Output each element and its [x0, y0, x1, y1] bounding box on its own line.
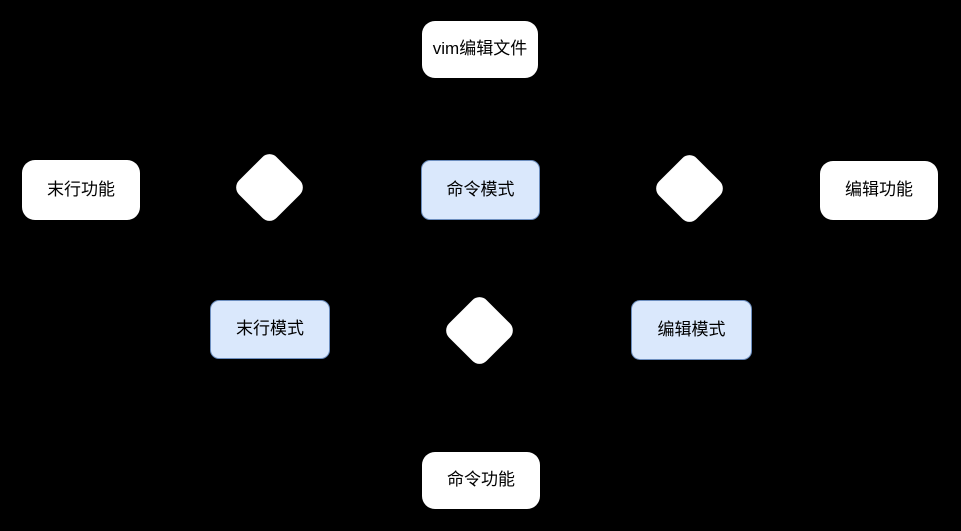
node-command-mode: 命令模式	[421, 160, 540, 220]
node-last-line-function: 末行功能	[22, 160, 140, 220]
node-command-function: 命令功能	[422, 452, 540, 509]
node-edit-function: 编辑功能	[820, 161, 938, 220]
node-vim-edit-file: vim编辑文件	[422, 21, 538, 78]
node-edit-mode: 编辑模式	[631, 300, 752, 360]
decision-diamond-left	[232, 150, 307, 225]
decision-diamond-center	[442, 293, 517, 368]
decision-diamond-right	[652, 151, 727, 226]
node-last-line-mode: 末行模式	[210, 300, 330, 359]
